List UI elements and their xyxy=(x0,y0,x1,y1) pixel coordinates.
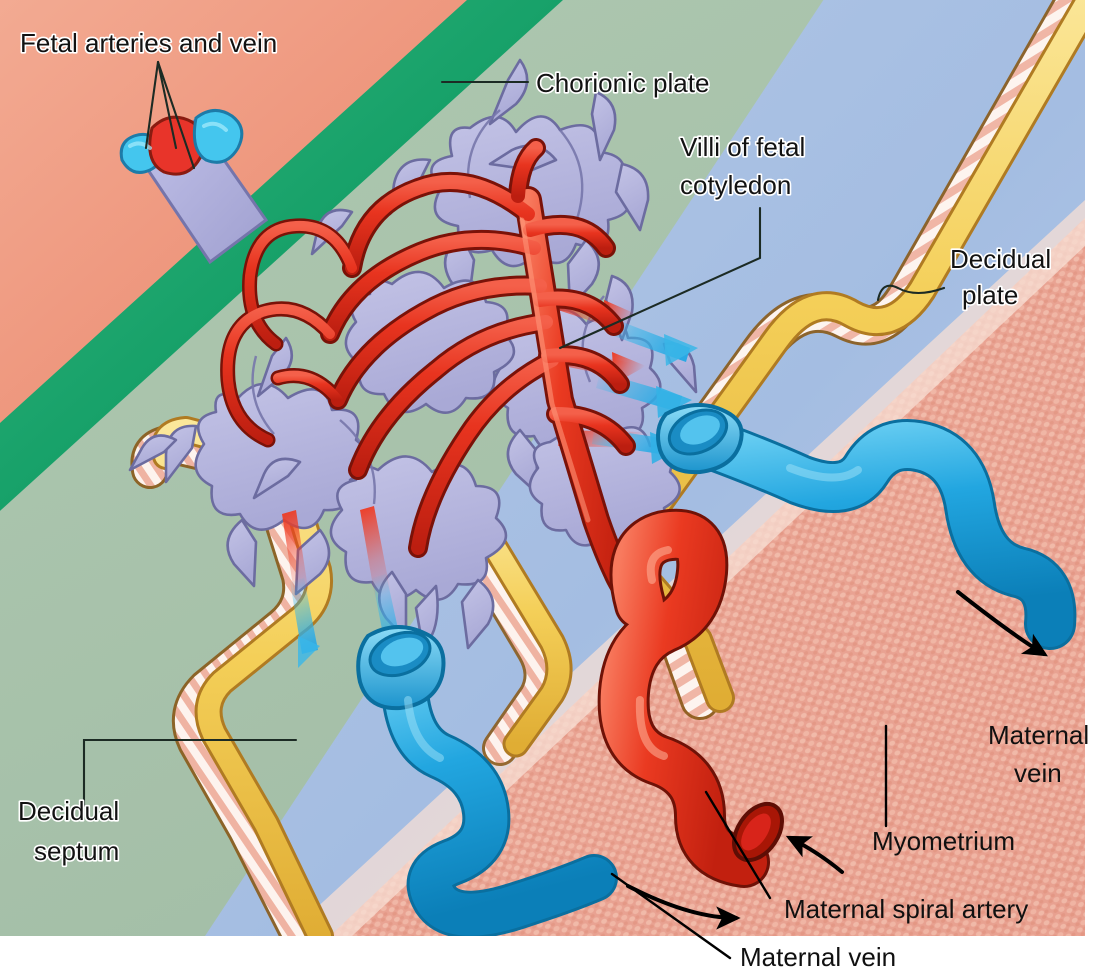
label-maternal-vein-right-line1: Maternal xyxy=(988,720,1089,750)
label-decidual-plate-line2: plate xyxy=(962,280,1018,310)
fetal-vein-right xyxy=(192,109,244,164)
label-decidual-septum-line2: septum xyxy=(34,836,119,866)
arrow-to-maternal-vein-bottom xyxy=(626,884,741,930)
labels: Fetal arteries and vein Chorionic plate … xyxy=(16,26,1089,972)
chorionic-plate-band xyxy=(0,0,563,511)
label-villi-of-fetal-cotyledon-line2: cotyledon xyxy=(680,170,791,200)
maternal-spiral-artery-vessel xyxy=(597,508,784,888)
label-maternal-vein-right-line2: vein xyxy=(1014,758,1062,788)
label-decidual-septum-line1: Decidual xyxy=(18,796,119,826)
label-villi-of-fetal-cotyledon-line1: Villi of fetal xyxy=(680,132,805,162)
venous-outflow-1 xyxy=(608,318,698,366)
leader-fetal-vessels-a xyxy=(156,60,178,150)
illustration-panel xyxy=(0,0,1085,936)
fetal-artery xyxy=(148,115,206,176)
label-maternal-vein-bottom: Maternal vein xyxy=(740,942,896,972)
label-decidual-plate-line1: Decidual xyxy=(950,244,1051,274)
leader-fetal-vessels-b xyxy=(144,60,160,150)
umbilical-cord-stump xyxy=(119,109,269,265)
venous-outflow-4 xyxy=(290,578,320,668)
label-fetal-arteries-and-vein: Fetal arteries and vein xyxy=(20,28,277,58)
leader-decidual-plate xyxy=(876,284,946,302)
leader-fetal-vessels-c xyxy=(156,60,196,170)
leader-spiral-artery xyxy=(704,790,772,900)
maternal-vein-upper-right xyxy=(656,403,1077,650)
maternal-vein-lower-left xyxy=(356,625,618,936)
label-myometrium: Myometrium xyxy=(872,826,1015,856)
leader-villi xyxy=(558,206,762,350)
leader-decidual-septum xyxy=(82,738,298,808)
arrow-to-spiral-artery xyxy=(785,835,844,874)
label-chorionic-plate: Chorionic plate xyxy=(536,68,709,98)
leader-lines xyxy=(82,60,1049,960)
label-maternal-spiral-artery: Maternal spiral artery xyxy=(784,894,1028,924)
spiral-artery-lumen-inner xyxy=(741,813,771,851)
arrow-to-maternal-vein-right xyxy=(956,590,1049,657)
